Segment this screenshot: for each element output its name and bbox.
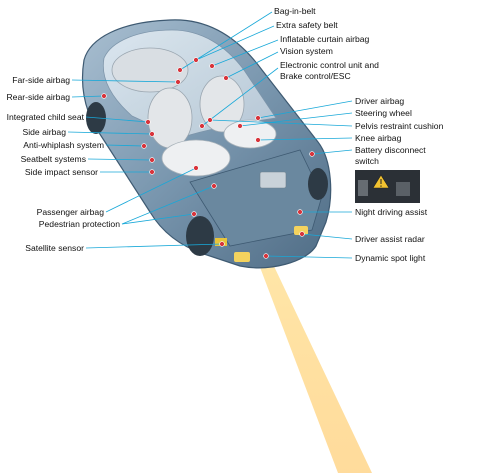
rear-seat	[111, 47, 189, 93]
leader-rear-side-airbag	[71, 95, 105, 98]
driver-airbag-shape	[223, 119, 277, 149]
label-pedestrian-protection: Pedestrian protection	[38, 219, 120, 229]
dot-bag-in-belt	[177, 67, 183, 73]
leader-far-side-airbag	[71, 79, 179, 83]
label-battery-line1: Battery disconnect	[355, 145, 426, 155]
leader-passenger-airbag	[105, 167, 197, 213]
dot-curtain	[209, 63, 215, 69]
label-inflatable-curtain: Inflatable curtain airbag	[280, 34, 370, 44]
dot-seatbelt	[149, 157, 155, 163]
label-battery-line2: switch	[355, 156, 379, 166]
dot-satellite	[219, 241, 225, 247]
label-side-impact-sensor: Side impact sensor	[24, 167, 98, 177]
dot-extra-belt	[193, 57, 199, 63]
dot-battery	[309, 151, 315, 157]
leader-extra-safety-belt	[195, 25, 275, 61]
headlight-right	[294, 226, 308, 235]
dot-radar	[299, 231, 305, 237]
label-knee-airbag: Knee airbag	[355, 133, 402, 143]
dot-pedestrian-2	[191, 211, 197, 217]
label-seatbelt-systems: Seatbelt systems	[20, 154, 86, 164]
label-extra-safety-belt: Extra safety belt	[276, 20, 338, 30]
dot-pedestrian-1	[211, 183, 217, 189]
leader-driver-airbag	[257, 100, 353, 119]
label-night-driving: Night driving assist	[355, 207, 428, 217]
passenger-airbag-shape	[161, 139, 231, 177]
dot-steering	[237, 123, 243, 129]
dot-ecu	[199, 123, 205, 129]
car-hood	[189, 149, 323, 247]
label-bag-in-belt: Bag-in-belt	[274, 6, 316, 16]
label-driver-assist-radar: Driver assist radar	[355, 234, 425, 244]
leader-knee-airbag	[257, 137, 353, 141]
label-side-airbag: Side airbag	[22, 127, 66, 137]
label-driver-airbag: Driver airbag	[355, 96, 405, 106]
leader-satellite	[85, 243, 223, 249]
leader-pedestrian-1	[121, 185, 215, 225]
label-pelvis-cushion: Pelvis restraint cushion	[355, 121, 444, 131]
battery-shape	[259, 171, 287, 189]
dot-spot	[263, 253, 269, 259]
dot-driver-airbag	[255, 115, 261, 121]
dot-side-airbag	[149, 131, 155, 137]
dot-far-side	[175, 79, 181, 85]
headlight-beam	[258, 262, 372, 473]
dot-side-impact	[149, 169, 155, 175]
dot-passenger	[193, 165, 199, 171]
label-vision-system: Vision system	[280, 46, 333, 56]
leader-pedestrian-2	[121, 213, 195, 225]
label-ecu-line2: Brake control/ESC	[280, 71, 351, 81]
leader-anti-whiplash	[105, 144, 145, 147]
label-integrated-child-seat: Integrated child seat	[6, 112, 84, 122]
leader-child-seat	[85, 116, 149, 123]
leader-driver-assist-radar	[301, 233, 353, 240]
leader-dynamic-spot-light	[265, 255, 353, 259]
dot-knee	[255, 137, 261, 143]
leader-seatbelt	[87, 158, 153, 161]
label-ecu-line1: Electronic control unit and	[280, 60, 379, 70]
dot-rear-side	[101, 93, 107, 99]
dot-vision	[223, 75, 229, 81]
headlight-left	[234, 252, 250, 262]
leader-inflatable-curtain	[211, 39, 279, 67]
dot-night	[297, 209, 303, 215]
leader-steering-wheel	[239, 112, 353, 127]
dot-whiplash	[141, 143, 147, 149]
leader-side-airbag	[67, 131, 153, 135]
leader-pelvis	[209, 119, 353, 127]
label-rear-side-airbag: Rear-side airbag	[6, 92, 70, 102]
front-wheel-left	[186, 216, 214, 256]
label-anti-whiplash: Anti-whiplash system	[23, 140, 104, 150]
leader-vision-system	[225, 51, 279, 79]
label-steering-wheel: Steering wheel	[355, 108, 412, 118]
dot-child-seat	[145, 119, 151, 125]
front-wheel-right	[308, 168, 328, 200]
dot-pelvis	[207, 117, 213, 123]
label-passenger-airbag: Passenger airbag	[36, 207, 104, 217]
front-seat-left	[147, 87, 193, 149]
label-satellite-sensor: Satellite sensor	[25, 243, 84, 253]
leader-ecu	[201, 67, 279, 127]
leader-battery	[311, 149, 353, 155]
label-dynamic-spot-light: Dynamic spot light	[355, 253, 426, 263]
label-far-side-airbag: Far-side airbag	[12, 75, 70, 85]
